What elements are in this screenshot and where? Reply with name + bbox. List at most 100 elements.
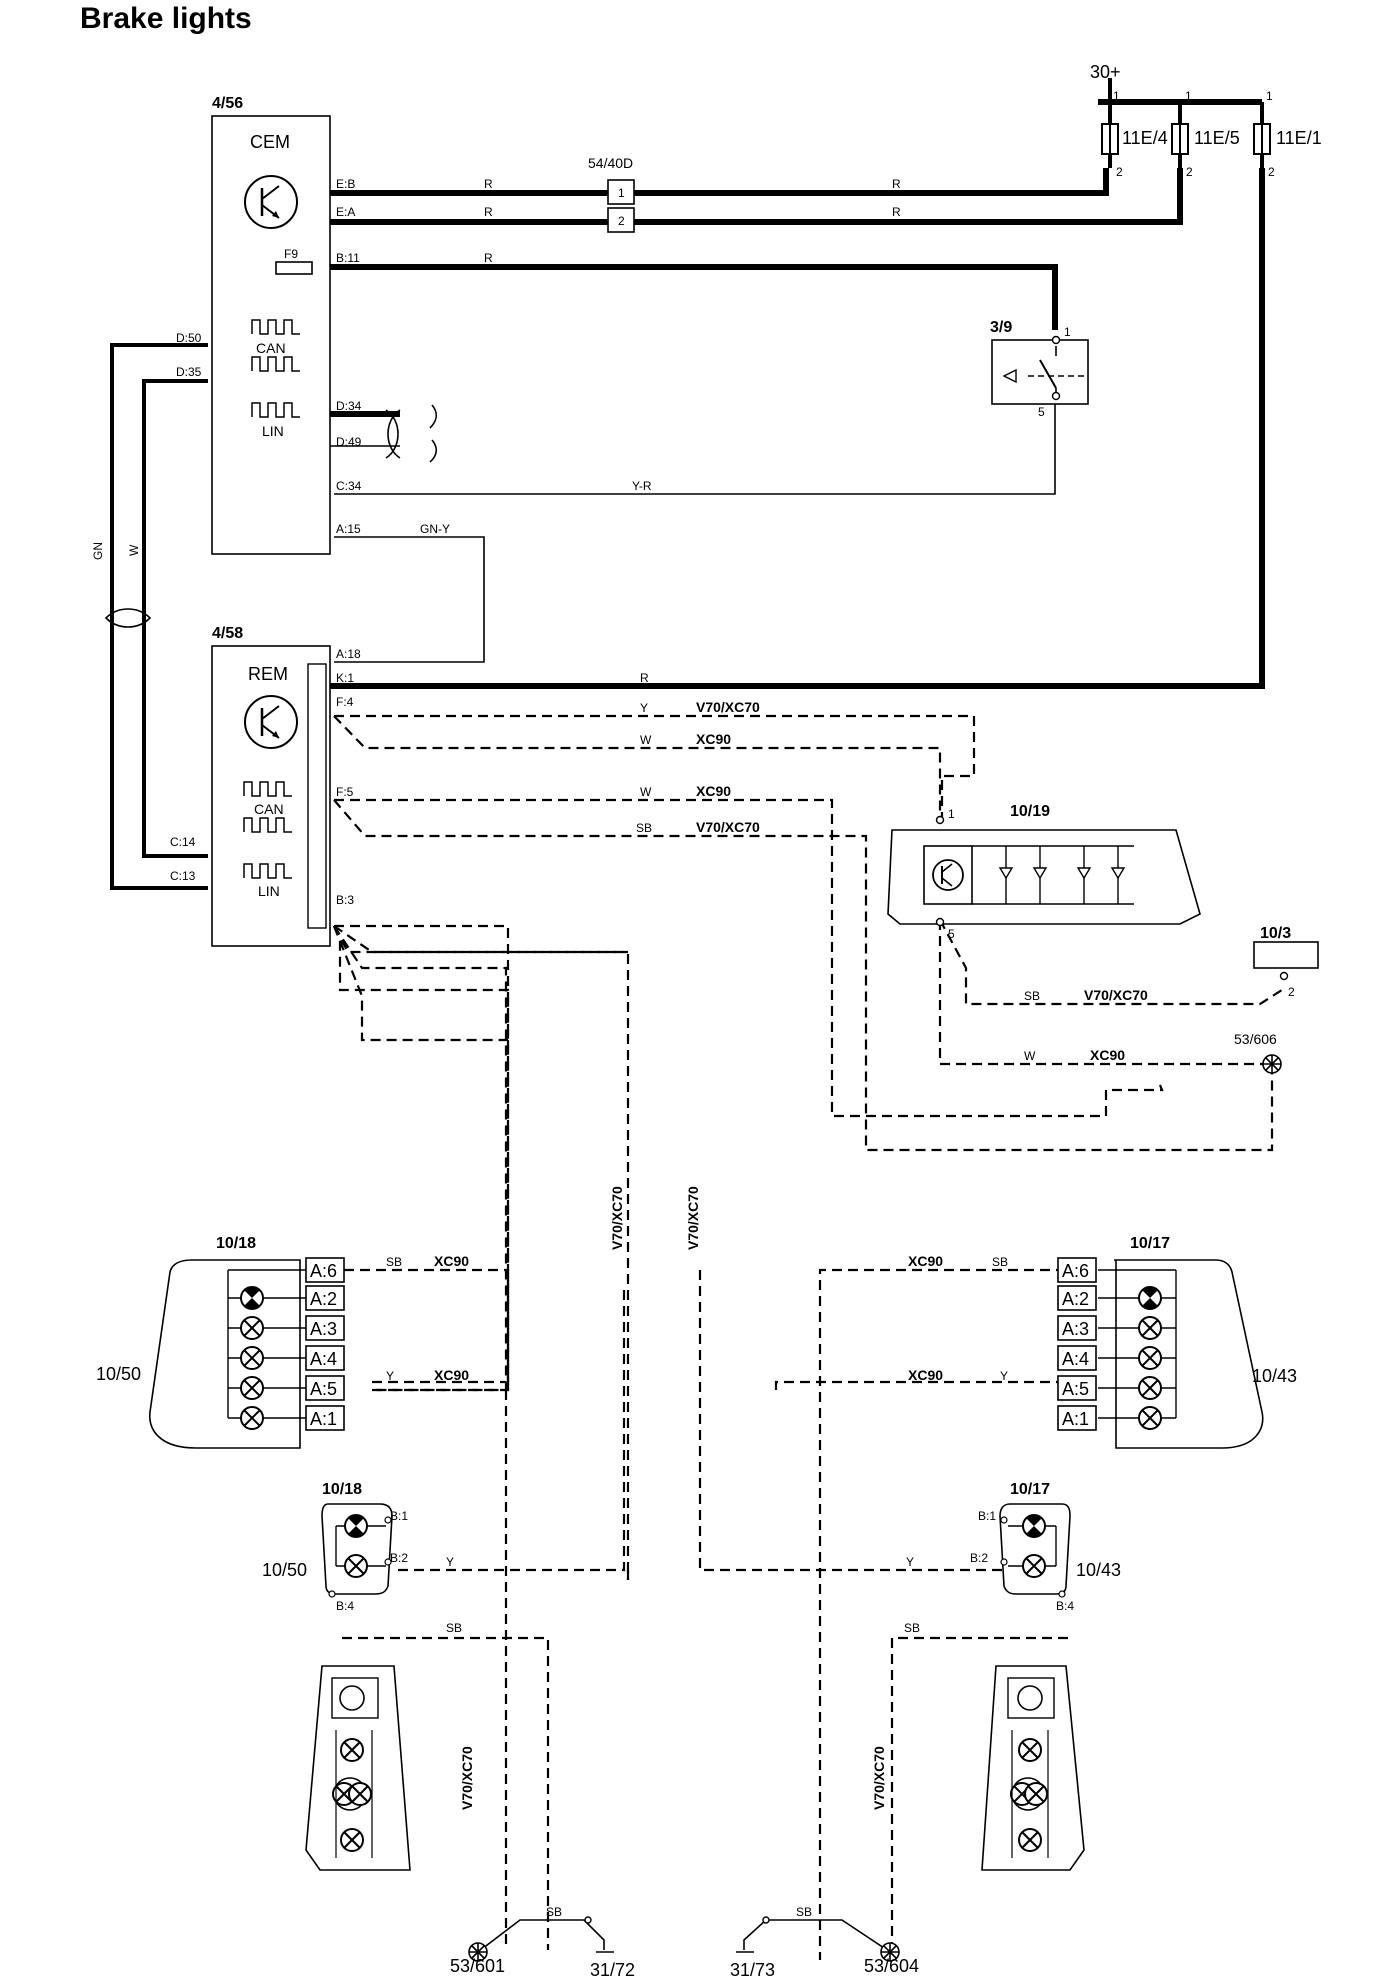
small-left-side-ref: 10/50	[262, 1560, 307, 1580]
fuse-11e5-pin-in: 1	[1185, 89, 1192, 103]
fuse-11e5	[1171, 123, 1189, 168]
switch-pin5: 5	[1038, 405, 1045, 419]
right-tail-lamp	[1057, 1257, 1264, 1449]
wire-y-f4: Y	[640, 701, 648, 715]
left-lamp-pin-1: A:2	[310, 1289, 337, 1309]
wire-gn-y: GN-Y	[420, 522, 450, 536]
small-left-wire-y: Y	[446, 1555, 454, 1569]
connector-54-40d	[607, 179, 635, 233]
wire-y-r: Y-R	[632, 479, 652, 493]
right-lamp-pin-5: A:1	[1062, 1409, 1089, 1429]
page-title: Brake lights	[80, 2, 252, 35]
switch-pin1: 1	[1064, 325, 1071, 339]
ground-606-icon	[1262, 1054, 1282, 1074]
cem-pin-b11: B:11	[336, 251, 360, 265]
cem-pin-d50: D:50	[176, 331, 202, 345]
variant-xc90-f4: XC90	[696, 731, 731, 747]
right-lamp-pin-3: A:4	[1062, 1349, 1089, 1369]
fuse-11e4-label: 11E/4	[1122, 128, 1168, 148]
ground-604-label: 53/604	[864, 1956, 919, 1976]
right-lamp-pin-4: A:5	[1062, 1379, 1089, 1399]
wire-w-606: W	[1024, 1049, 1036, 1063]
right-lamp-pin-2: A:3	[1062, 1319, 1089, 1339]
can-bus-wires	[110, 343, 208, 890]
small-right-pin-b1: B:1	[978, 1509, 996, 1523]
left-lamp-side-ref: 10/50	[96, 1364, 141, 1384]
rem-pin-f4: F:4	[336, 695, 354, 709]
cem-pin-c34: C:34	[336, 479, 362, 493]
variant-vertical-1: V70/XC70	[609, 1186, 625, 1250]
variant-v70-f4: V70/XC70	[696, 699, 760, 715]
rear-cluster-right	[981, 1665, 1085, 1871]
variant-v70-f5: V70/XC70	[696, 819, 760, 835]
ground-10-3-pin: 2	[1288, 985, 1295, 999]
supply-30-wire	[1108, 78, 1264, 124]
small-left-pin-b1: B:1	[390, 1509, 408, 1523]
cem-module	[211, 115, 331, 555]
connector-pin1: 1	[618, 186, 625, 200]
small-left-ref: 10/18	[322, 1481, 362, 1498]
ground-point-10-3	[1253, 941, 1319, 981]
rem-module	[211, 645, 331, 947]
variant-vertical-4: V70/XC70	[871, 1746, 887, 1810]
cem-pin-ea: E:A	[336, 205, 355, 219]
cem-fuse-label: F9	[284, 247, 298, 261]
fuse-11e5-label: 11E/5	[1194, 128, 1240, 148]
wire-w: W	[127, 544, 141, 556]
right-lamp-pin-1: A:2	[1062, 1289, 1089, 1309]
left-lamp-wire-y: Y	[386, 1369, 394, 1383]
variant-xc90-606: XC90	[1090, 1047, 1125, 1063]
ground-601-label: 53/601	[450, 1956, 505, 1976]
variant-xc90-f5: XC90	[696, 783, 731, 799]
ground-wires-bottom	[477, 1919, 891, 1953]
wire-w-f5: W	[640, 785, 652, 799]
rem-pin-c13: C:13	[170, 869, 196, 883]
ground-wire-sb-left: SB	[546, 1905, 562, 1919]
fuse-11e1-pin-in: 1	[1266, 89, 1273, 103]
fuse-11e4	[1101, 123, 1119, 168]
rem-pin-k1: K:1	[336, 671, 354, 685]
small-left-pin-b4: B:4	[336, 1599, 354, 1613]
connector-pin2: 2	[618, 214, 625, 228]
small-left-pin-b2: B:2	[390, 1551, 408, 1565]
right-lamp-side-ref: 10/43	[1252, 1366, 1297, 1386]
switch-ref: 3/9	[990, 319, 1012, 336]
left-lamp-wire-sb: SB	[386, 1255, 402, 1269]
cem-pin-a15: A:15	[336, 522, 361, 536]
high-brake-light-pin1: 1	[948, 807, 955, 821]
supply-label: 30+	[1090, 62, 1121, 82]
small-right-pin-b2: B:2	[970, 1551, 988, 1565]
ground-3173-label: 31/73	[730, 1960, 775, 1978]
wire-r-4: R	[892, 205, 901, 219]
right-lamp-ref: 10/17	[1130, 1235, 1170, 1252]
left-lamp-variant-2: XC90	[434, 1367, 469, 1383]
fuse-11e1	[1253, 123, 1271, 168]
ground-wire-sb-right: SB	[796, 1905, 812, 1919]
brake-switch	[991, 335, 1089, 405]
ground-10-3-ref: 10/3	[1260, 925, 1291, 942]
rem-pin-a18: A:18	[336, 647, 361, 661]
rem-ref: 4/58	[212, 625, 243, 642]
rem-pin-b3: B:3	[336, 893, 354, 907]
wire-r-rem: R	[640, 671, 649, 685]
right-lamp-variant-2: XC90	[908, 1367, 943, 1383]
power-wires	[296, 99, 1265, 689]
left-lamp-pin-5: A:1	[310, 1409, 337, 1429]
left-lamp-variant-1: XC90	[434, 1253, 469, 1269]
small-right-wire-y: Y	[906, 1555, 914, 1569]
cem-ref: 4/56	[212, 95, 243, 112]
fuse-11e1-label: 11E/1	[1276, 128, 1322, 148]
small-lamp-right	[999, 1503, 1071, 1598]
fuse-11e5-pin-out: 2	[1186, 165, 1193, 179]
high-brake-light-pin5: 5	[948, 927, 955, 941]
left-lamp-pin-2: A:3	[310, 1319, 337, 1339]
small-right-side-ref: 10/43	[1076, 1560, 1121, 1580]
ground-606-label: 53/606	[1234, 1031, 1277, 1047]
wire-r-2: R	[892, 177, 901, 191]
rem-name: REM	[248, 664, 288, 684]
fuse-11e4-pin-in: 1	[1113, 89, 1120, 103]
rem-lin-label: LIN	[258, 883, 280, 899]
twist-marker	[104, 608, 152, 628]
wire-r-5: R	[484, 251, 493, 265]
